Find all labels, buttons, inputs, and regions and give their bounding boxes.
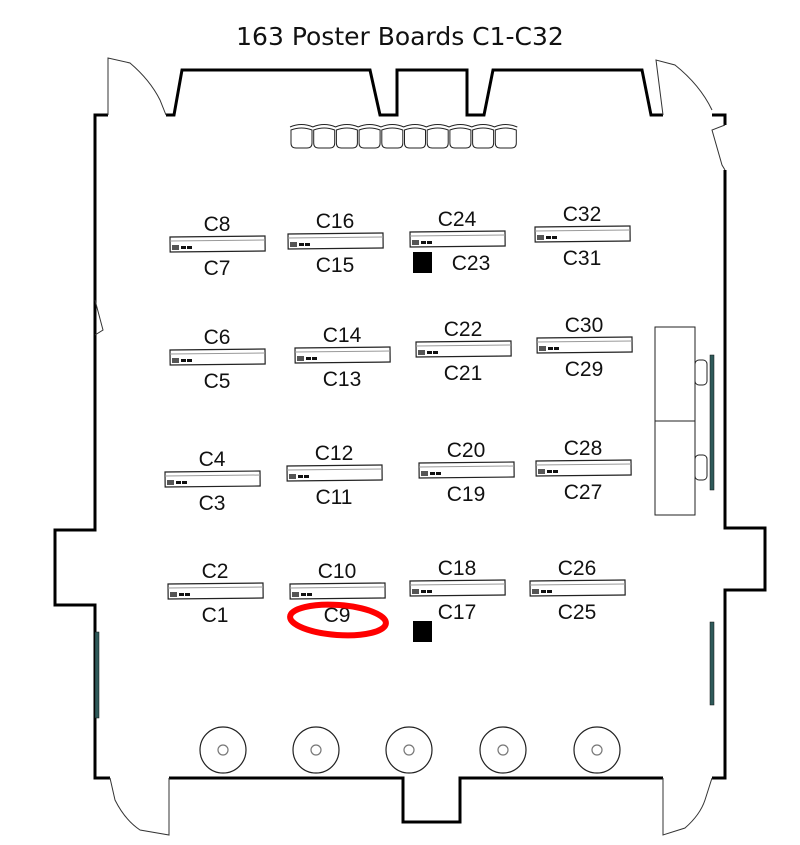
chair-icon [380, 124, 404, 149]
board-label-top: C14 [323, 324, 362, 347]
chair-icon [471, 124, 495, 149]
chair-icon [448, 124, 473, 149]
board-label-bottom: C31 [563, 247, 602, 270]
board-label-bottom: C3 [199, 492, 226, 515]
board-label-top: C24 [438, 208, 477, 231]
chair-icon [494, 124, 518, 149]
pillar [413, 621, 432, 642]
board-label-bottom: C19 [447, 483, 486, 506]
chair-icon [289, 124, 314, 149]
board-label-bottom: C23 [452, 252, 491, 275]
board-label-top: C18 [438, 557, 477, 580]
board-label-bottom: C7 [204, 257, 231, 280]
board-label-top: C4 [199, 448, 226, 471]
doors [94, 57, 726, 836]
board-label-bottom: C1 [202, 604, 229, 627]
round-table [573, 726, 621, 774]
board-label-top: C8 [204, 213, 231, 236]
board-label-top: C16 [316, 210, 355, 233]
board-label-bottom: C5 [204, 370, 231, 393]
board-label-top: C6 [204, 326, 231, 349]
board-label-bottom: C29 [565, 358, 604, 381]
board-label-bottom: C13 [323, 368, 362, 391]
board-label-top: C10 [318, 560, 357, 583]
board-label-top: C30 [565, 314, 604, 337]
side-tables [654, 326, 708, 516]
board-label-top: C12 [315, 442, 354, 465]
seating-row [289, 124, 518, 149]
floor-plan-title: 163 Poster Boards C1-C32 [236, 22, 564, 51]
board-label-top: C20 [447, 439, 486, 462]
board-label-bottom: C15 [316, 254, 355, 277]
windows [94, 354, 715, 719]
chair-icon [335, 124, 359, 149]
highlight-circle [287, 601, 389, 639]
round-table [479, 726, 527, 774]
board-label-top: C26 [558, 557, 597, 580]
board-label-top: C2 [202, 560, 229, 583]
board-label-bottom: C27 [564, 481, 603, 504]
chair-icon [403, 124, 427, 149]
board-label-bottom: C21 [444, 362, 483, 385]
round-table [199, 726, 247, 774]
round-table [385, 726, 433, 774]
chair-icon [357, 124, 382, 149]
board-label-top: C28 [564, 437, 603, 460]
board-label-bottom: C11 [316, 486, 353, 509]
round-table [292, 726, 340, 774]
chair-icon [426, 124, 450, 149]
board-label-bottom: C25 [558, 601, 597, 624]
board-label-bottom: C17 [438, 601, 477, 624]
walls [53, 68, 767, 824]
chair-icon [312, 124, 336, 149]
pillar [413, 252, 432, 273]
board-label-bottom: C9 [324, 604, 351, 627]
board-label-top: C22 [444, 318, 483, 341]
round-tables [199, 726, 621, 774]
board-label-top: C32 [563, 203, 602, 226]
